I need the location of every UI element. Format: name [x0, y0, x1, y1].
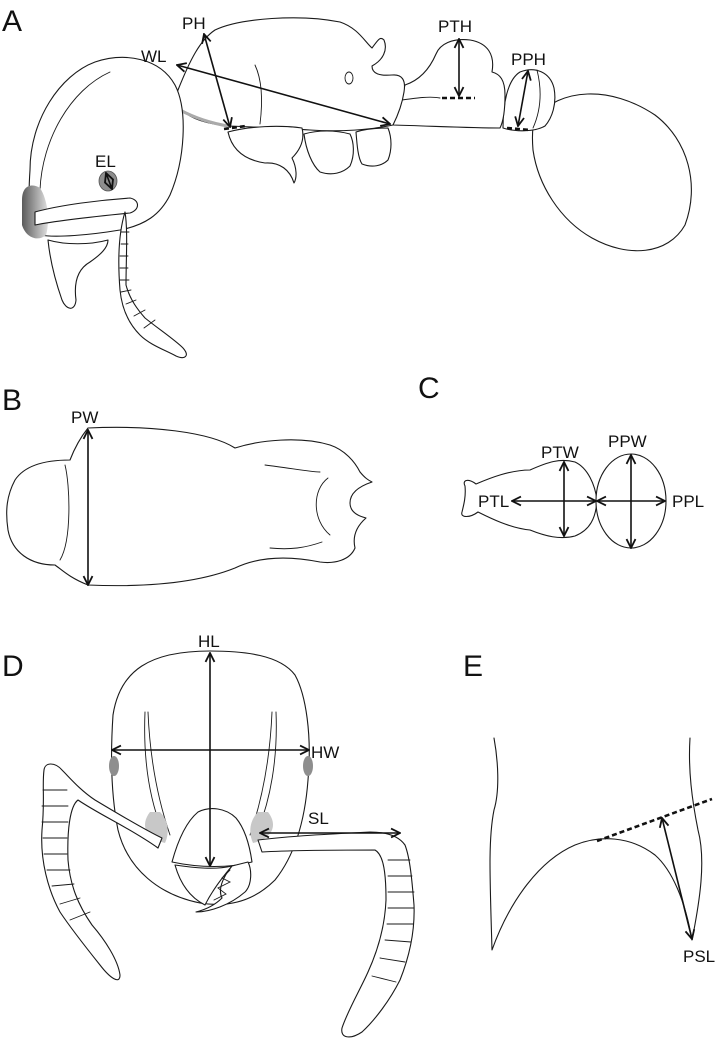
panel-label-c: C: [418, 372, 440, 405]
mesosoma-dorsal: [6, 426, 373, 587]
postpetiole-line: [532, 69, 541, 129]
label-hw: HW: [311, 743, 339, 762]
propodeal-line-2: [269, 541, 323, 550]
head-inner-line: [39, 71, 111, 191]
clypeus-lateral: [34, 197, 139, 226]
label-hl: HL: [198, 632, 220, 651]
petiole-node-line: [401, 96, 441, 101]
antenna-lateral: [118, 211, 187, 359]
hind-coxa: [355, 127, 392, 167]
antenna-left: [41, 763, 163, 981]
label-pw: PW: [71, 408, 98, 427]
label-sl: SL: [308, 809, 329, 828]
psl-arrow: [662, 818, 692, 939]
propodeum-profile: [489, 737, 703, 951]
eye-lateral: [98, 170, 118, 192]
label-ppl: PPL: [672, 492, 704, 511]
petiole: [392, 39, 506, 129]
mandible-lateral: [47, 239, 109, 309]
label-ph: PH: [182, 14, 206, 33]
propodeal-line-1: [264, 464, 321, 473]
panel-e: E PSL: [463, 650, 715, 966]
fore-coxa: [227, 125, 304, 184]
label-ptl: PTL: [478, 492, 509, 511]
eye-left: [109, 756, 119, 776]
psl-baseline: [596, 797, 713, 843]
label-wl: WL: [141, 47, 167, 66]
eye-right: [303, 756, 313, 776]
pph-baseline: [506, 126, 531, 132]
panel-c: C PTW PTL PPW PPL: [418, 372, 704, 548]
label-pth: PTH: [438, 17, 472, 36]
panel-label-b: B: [2, 384, 22, 417]
label-ppw: PPW: [608, 432, 647, 451]
panel-d: D HL HW SL: [2, 632, 415, 1038]
mandible-right: [195, 861, 252, 913]
panel-label-d: D: [2, 650, 24, 683]
label-pph: PPH: [511, 50, 546, 69]
label-el: EL: [95, 152, 116, 171]
gaster: [531, 93, 692, 252]
panel-label-e: E: [463, 650, 483, 683]
postpetiole: [502, 69, 556, 132]
panel-label-a: A: [2, 5, 22, 38]
mid-coxa: [303, 130, 354, 175]
propodeal-declivity: [315, 477, 331, 536]
panel-b: B PW: [2, 384, 373, 587]
label-ptw: PTW: [541, 443, 579, 462]
label-psl: PSL: [683, 947, 715, 966]
mandible-left: [174, 864, 233, 906]
wl-arrow: [177, 65, 390, 124]
mandible-teeth: [213, 869, 232, 901]
promesonotal-line: [59, 464, 70, 561]
el-arrow: [106, 173, 112, 189]
pph-arrow: [518, 71, 528, 126]
panel-a: A: [2, 5, 692, 359]
